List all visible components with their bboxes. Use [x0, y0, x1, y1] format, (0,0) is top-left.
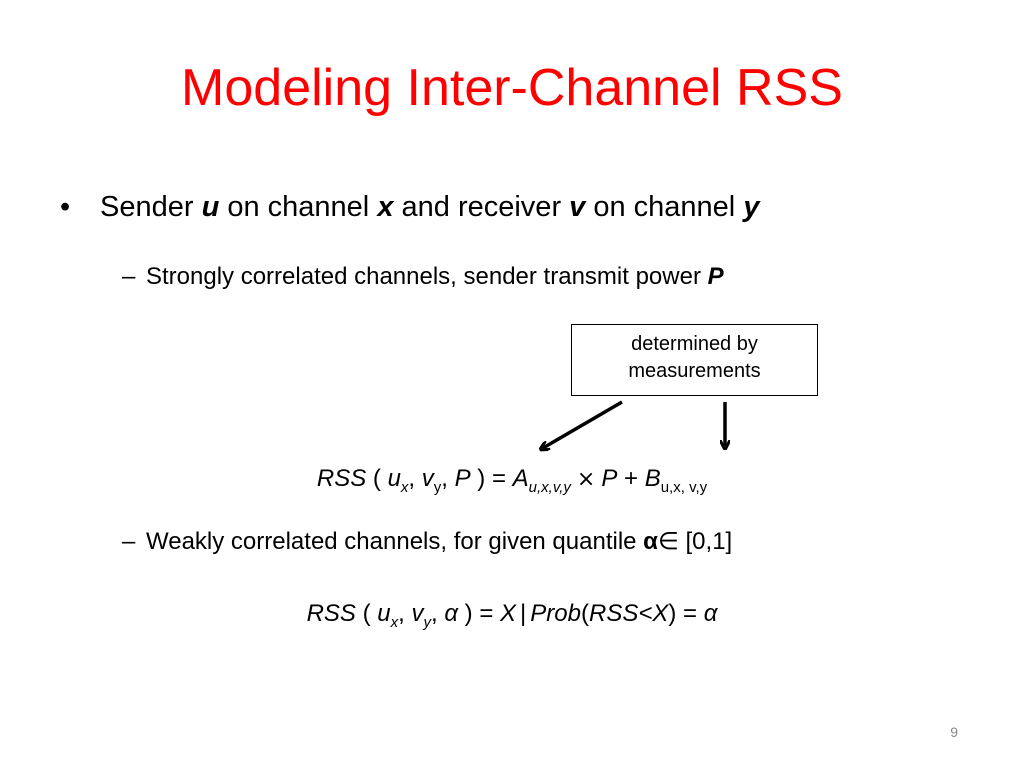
- f1-p: P: [454, 465, 471, 492]
- strong-text: Strongly correlated channels, sender tra…: [146, 263, 708, 290]
- f2-v-sub: y: [423, 613, 431, 631]
- f1-u-sub: x: [400, 478, 409, 496]
- f1-open: (: [366, 465, 388, 492]
- weak-range: ∈ [0,1]: [657, 528, 733, 555]
- dash-symbol: –: [122, 528, 136, 555]
- f1-a: A: [512, 465, 529, 492]
- f1-rss: RSS: [316, 465, 367, 492]
- times-symbol: ×: [576, 467, 596, 492]
- f1-v: v: [421, 465, 434, 492]
- f1-v-sub: y: [433, 478, 442, 496]
- bullet-var-y: y: [743, 191, 760, 223]
- f2-u: u: [377, 600, 391, 627]
- arrow-to-a: [543, 400, 623, 448]
- f2-prob: Prob: [530, 600, 581, 627]
- f1-p2: P: [601, 465, 618, 492]
- f2-x: X: [500, 600, 517, 627]
- rss-formula-strong: RSS ( ux, vy, P ) = Au,x,v,y×P + Bu,x, v…: [0, 465, 1024, 497]
- f1-comma-1: ,: [408, 465, 422, 492]
- f2-alpha: α: [444, 600, 459, 627]
- weak-text: Weakly correlated channels, for given qu…: [146, 528, 644, 555]
- f1-u: u: [387, 465, 401, 492]
- bullet-text-4: on channel: [585, 191, 744, 223]
- bullet-text-1: Sender: [100, 191, 202, 223]
- bullet-var-x: x: [377, 191, 394, 223]
- f1-comma-2: ,: [441, 465, 455, 492]
- f1-plus: +: [617, 465, 645, 492]
- callout-line-2: measurements: [628, 360, 761, 382]
- f1-b: B: [644, 465, 661, 492]
- f2-paren-close-eq: ) =: [668, 600, 704, 627]
- slide-title: Modeling Inter-Channel RSS: [181, 59, 843, 117]
- strong-var-p: P: [707, 263, 724, 290]
- f2-u-sub: x: [390, 613, 399, 631]
- bullet-text-3: and receiver: [393, 191, 570, 223]
- bullet-var-v: v: [569, 191, 586, 223]
- f1-b-sub: u,x, v,y: [660, 478, 708, 496]
- bullet-text-2: on channel: [219, 191, 378, 223]
- sub-bullet-strong: –Strongly correlated channels, sender tr…: [122, 263, 724, 292]
- callout-line-1: determined by: [631, 333, 758, 355]
- bullet-var-u: u: [201, 191, 220, 223]
- callout-box: determined by measurements: [571, 324, 818, 396]
- sub-bullet-weak: –Weakly correlated channels, for given q…: [122, 528, 732, 557]
- f2-rss: RSS: [306, 600, 356, 627]
- given-bar-symbol: |: [520, 600, 527, 627]
- f2-v: v: [411, 600, 424, 627]
- f2-comma-1: ,: [398, 600, 412, 627]
- f2-close-eq: ) =: [458, 600, 501, 627]
- f1-a-sub: u,x,v,y: [528, 478, 571, 496]
- f2-paren-open: (: [580, 600, 589, 627]
- weak-alpha: α: [643, 528, 658, 555]
- dash-symbol: –: [122, 263, 136, 290]
- bullet-sender-receiver: • Sender u on channel x and receiver v on…: [60, 190, 759, 225]
- page-number: 9: [950, 724, 958, 740]
- f2-rss-inner: RSS<X: [588, 600, 669, 627]
- rss-formula-weak: RSS ( ux, vy, α ) = X|Prob(RSS<X) = α: [0, 600, 1024, 632]
- f2-alpha-2: α: [703, 600, 718, 627]
- f1-close-eq: ) =: [470, 465, 513, 492]
- bullet-symbol: •: [60, 191, 71, 223]
- f2-comma-2: ,: [430, 600, 445, 627]
- f2-open: (: [355, 600, 378, 627]
